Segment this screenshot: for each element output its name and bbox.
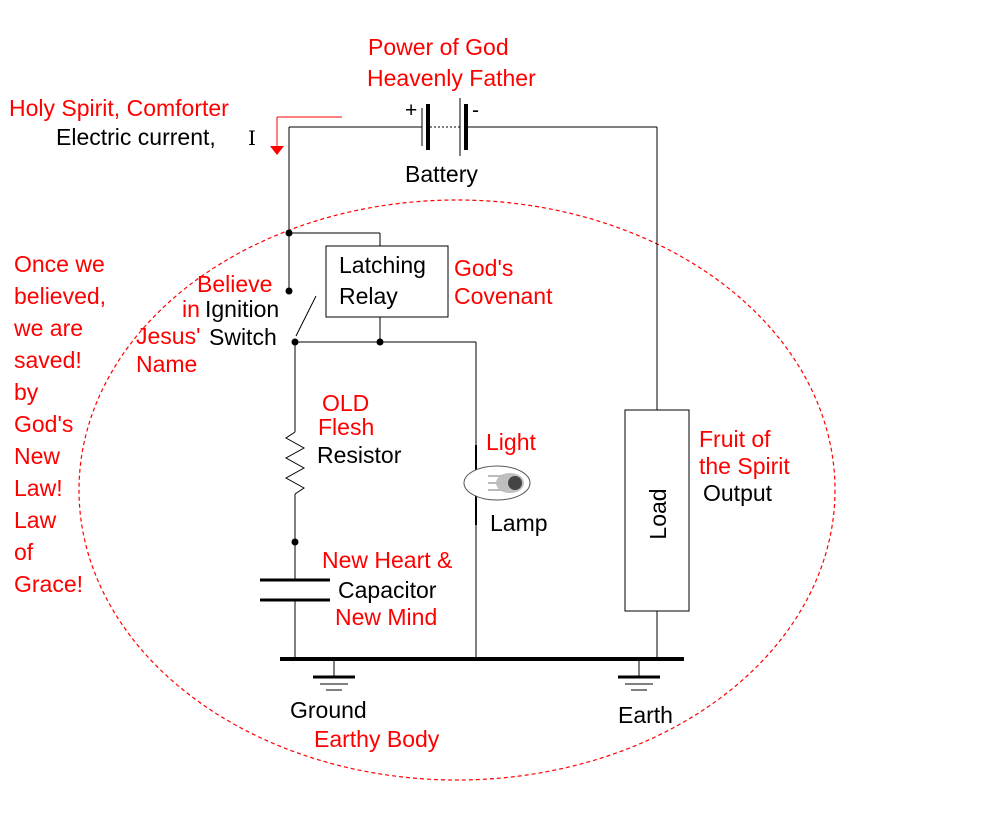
ground-label: Ground <box>290 697 367 723</box>
resistor-label: Resistor <box>317 442 402 468</box>
jesus-label: Jesus' <box>136 323 201 349</box>
name-label: Name <box>136 351 198 377</box>
old-label: OLD <box>322 390 370 416</box>
switch-contact-top <box>285 287 293 295</box>
electric-current-label: Electric current, <box>56 124 216 150</box>
lamp-bulb-icon <box>463 465 531 501</box>
side-note-line: of <box>14 539 34 565</box>
battery-minus-sign: - <box>472 99 479 122</box>
side-note-line: New <box>14 443 61 469</box>
fruit-label-line1: Fruit of <box>699 426 771 452</box>
body-ellipse <box>78 199 836 781</box>
earth-symbol-icon <box>618 659 660 691</box>
side-note-line: Grace! <box>14 571 84 597</box>
current-arrow-head <box>270 146 284 155</box>
battery-label: Battery <box>405 161 478 187</box>
switch-label: Switch <box>209 324 277 350</box>
earthy-body-label: Earthy Body <box>314 726 440 752</box>
battery-symbol <box>421 98 468 156</box>
output-label: Output <box>703 480 773 506</box>
ground-symbol-icon <box>313 659 355 691</box>
covenant-label-line1: God's <box>454 255 514 281</box>
battery-plus-sign: + <box>405 99 418 122</box>
side-note-line: we are <box>14 315 84 341</box>
side-note-line: Law! <box>14 475 63 501</box>
side-note-line: saved! <box>14 347 82 373</box>
new-mind-label: New Mind <box>335 604 438 630</box>
relay-label-line1: Latching <box>339 252 426 278</box>
believe-in-label: in <box>182 296 200 322</box>
side-note-line: believed, <box>14 283 107 309</box>
light-label: Light <box>486 429 536 455</box>
relay-label-line2: Relay <box>339 283 398 309</box>
current-symbol: I <box>248 126 256 150</box>
flesh-label: Flesh <box>318 414 375 440</box>
new-heart-label: New Heart & <box>322 547 453 573</box>
covenant-label-line2: Covenant <box>454 283 553 309</box>
power-label-line2: Heavenly Father <box>367 65 536 91</box>
side-note-line: God's <box>14 411 74 437</box>
holy-spirit-label: Holy Spirit, Comforter <box>9 95 229 121</box>
resistor-symbol <box>284 431 306 495</box>
ignition-label: Ignition <box>205 296 280 322</box>
switch-blade <box>295 295 317 337</box>
earth-label: Earth <box>618 702 673 728</box>
fruit-label-line2: the Spirit <box>699 453 790 479</box>
junction-dot <box>291 538 299 546</box>
capacitor-label: Capacitor <box>338 577 437 603</box>
believe-label: Believe <box>197 271 273 297</box>
load-label: Load <box>645 488 671 539</box>
side-note: Once we believed, we are saved! by God's… <box>14 248 132 600</box>
power-label-line1: Power of God <box>368 34 509 60</box>
load-box <box>624 409 690 612</box>
side-note-line: by <box>14 379 39 405</box>
latching-relay-box <box>325 245 449 318</box>
side-note-line: Law <box>14 507 57 533</box>
side-note-line: Once we <box>14 251 105 277</box>
lamp-label: Lamp <box>490 510 548 536</box>
